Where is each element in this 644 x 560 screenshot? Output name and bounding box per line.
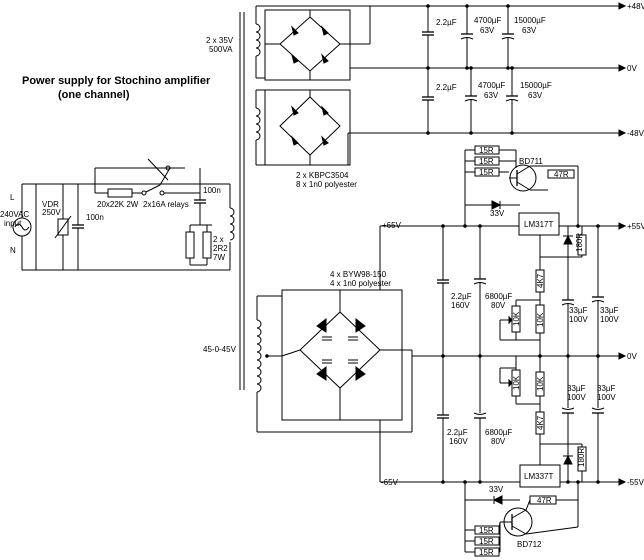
schematic-title: Power supply for Stochino amplifier: [22, 75, 211, 87]
pos-cbulk-a: 6800µF: [485, 292, 512, 301]
cap-upper-5b: 63V: [484, 91, 499, 100]
inrush-resistor-2: [202, 231, 212, 259]
softstart-res-label: 20x22K 2W: [97, 200, 139, 209]
rail-plus-55: +55V: [627, 222, 644, 231]
pos-ic-label: LM317T: [524, 220, 553, 229]
cap-upper-3b: 63V: [522, 26, 537, 35]
positive-regulator: 2.2µF 160V 6800µF 80V 15R 15R 15R BD711 …: [437, 145, 619, 358]
neutral-label: N: [10, 246, 16, 255]
neg-r4k7: 4K7: [536, 415, 545, 430]
neg-cout-a: 33µF: [597, 384, 616, 393]
pos-r10k: 10K: [536, 312, 545, 327]
byw-snubber-label: 4 x 1n0 polyester: [330, 279, 391, 288]
rail-minus-55: -55V: [627, 478, 644, 487]
cap-upper-2b: 63V: [480, 26, 495, 35]
pos-cout-a: 33µF: [600, 306, 619, 315]
pos-r2: 15R: [479, 157, 494, 166]
pos-ic-body: [518, 212, 560, 236]
pos-radj: 180R: [575, 233, 584, 252]
rail-minus-65: -65V: [381, 478, 399, 487]
neg-cin-b: 160V: [449, 437, 468, 446]
lower-secondary: 4 x BYW98-150 4 x 1n0 polyester: [256, 270, 412, 433]
lower-rails: +65V -65V +55V 0V -55V: [379, 221, 644, 487]
pos-cadj-b: 100V: [569, 315, 588, 324]
pos-cout-b: 100V: [600, 315, 619, 324]
neg-cin-a: 2.2µF: [447, 428, 468, 437]
neg-cadj-b: 100V: [567, 393, 586, 402]
transformer-upper-va: 500VA: [209, 45, 233, 54]
cap-upper-4: 2.2µF: [436, 83, 457, 92]
rail-minus-48: -48V: [627, 129, 644, 138]
neg-ic-body: [519, 464, 561, 488]
vdr-voltage: 250V: [42, 208, 61, 217]
pos-pot: 10K: [512, 311, 521, 326]
byw-label: 4 x BYW98-150: [330, 270, 387, 279]
bridge-upper-1: [264, 9, 351, 81]
neg-r3: 15R: [479, 548, 494, 557]
transformer-core: 2 x 35V 500VA 45-0-45V: [203, 12, 245, 390]
pos-zener-label: 33V: [490, 209, 505, 218]
neg-re-label: 47R: [537, 496, 552, 505]
relays-label: 2x16A relays: [143, 200, 189, 209]
mains-input-label: input: [4, 219, 22, 228]
rail-plus-65: +65V: [382, 221, 402, 230]
cap-upper-5a: 4700µF: [478, 81, 505, 90]
transformer-ct-label: 45-0-45V: [203, 345, 237, 354]
cap-upper-6b: 63V: [528, 91, 543, 100]
neg-zener-label: 33V: [489, 485, 504, 494]
softstart-resistor-icon: [107, 188, 133, 198]
neg-ic-label: LM337T: [524, 472, 553, 481]
pos-cin-b: 160V: [451, 301, 470, 310]
mains-voltage: 240VAC: [0, 210, 29, 219]
pos-cadj-a: 33µF: [569, 306, 588, 315]
rail-zero-mid: 0V: [627, 352, 637, 361]
neg-cbulk-a: 6800µF: [485, 428, 512, 437]
primary-winding-icon: [229, 207, 235, 241]
bridge-upper-2: 2 x KBPC3504 8 x 1n0 polyester: [264, 89, 357, 189]
secondary-winding-icon: [256, 319, 262, 393]
pos-re-label: 47R: [554, 170, 569, 179]
pos-cin-a: 2.2µF: [451, 292, 472, 301]
mains-input: L N 240VAC input VDR 250V 100n 20: [0, 158, 231, 271]
kbpc-snubber-label: 8 x 1n0 polyester: [296, 180, 357, 189]
schematic-subtitle: (one channel): [58, 89, 130, 101]
pos-r1: 15R: [479, 146, 494, 155]
rail-plus-48: +48V: [627, 2, 644, 11]
inrush-value: 2R2: [213, 244, 228, 253]
kbpc-label: 2 x KBPC3504: [296, 171, 349, 180]
inrush-count: 2 x: [213, 235, 224, 244]
line-label: L: [10, 193, 15, 202]
neg-cadj-a: 33µF: [567, 384, 586, 393]
neg-pot: 10K: [512, 375, 521, 390]
upper-secondaries: [255, 5, 370, 166]
x-cap-label: 100n: [86, 213, 104, 222]
cap-upper-2a: 4700µF: [474, 16, 501, 25]
neg-transistor-label: BD712: [517, 540, 542, 549]
neg-r1: 15R: [479, 526, 494, 535]
negative-regulator: 2.2µF 160V 6800µF 80V 10K 10K 4K7 33µF: [437, 356, 616, 557]
neg-r2: 15R: [479, 537, 494, 546]
cap-upper-3a: 15000µF: [514, 16, 546, 25]
cap-upper-6a: 15000µF: [520, 81, 552, 90]
vdr-label: VDR: [42, 200, 59, 209]
pos-r3: 15R: [479, 168, 494, 177]
snubber-cap-label: 100n: [203, 186, 221, 195]
pos-cbulk-b: 80V: [491, 301, 506, 310]
inrush-watts: 7W: [213, 253, 225, 262]
neg-cbulk-b: 80V: [491, 437, 506, 446]
cap-upper-1: 2.2µF: [436, 18, 457, 27]
inrush-resistor-1: [185, 231, 195, 259]
neg-r10k: 10K: [536, 376, 545, 391]
pos-r4k7: 4K7: [536, 273, 545, 288]
pos-transistor-label: BD711: [519, 157, 543, 166]
neg-cout-b: 100V: [597, 393, 616, 402]
transformer-upper-count: 2 x 35V: [206, 36, 234, 45]
neg-radj: 180R: [577, 448, 586, 467]
rail-zero-top: 0V: [627, 64, 637, 73]
upper-rails: +48V 0V -48V 2.2µF 4700µF 63V 15000µF 63…: [347, 2, 644, 165]
